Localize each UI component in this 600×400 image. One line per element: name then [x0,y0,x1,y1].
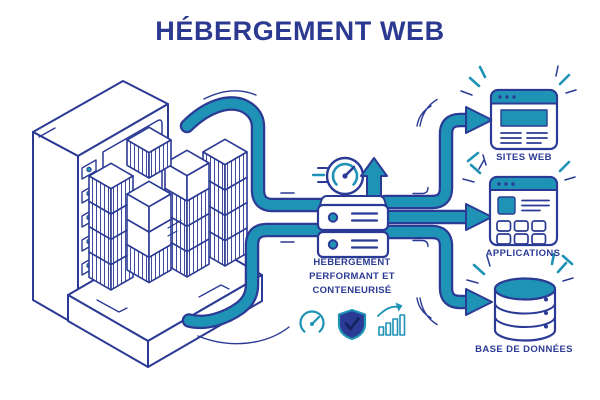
label-applications: APPLICATIONS [485,248,561,259]
pipe-top [179,96,340,213]
badge-growth-chart-icon [377,302,406,336]
badge-speedometer-icon [299,310,325,333]
app-window-icon [488,175,559,247]
badge-shield-check-icon [337,308,367,341]
sparkle-marks [460,65,577,284]
database-icon [493,277,557,342]
label-base-de-donnees: BASE DE DONNÉES [475,344,573,355]
page-title: HÉBERGEMENT WEB [155,16,445,46]
arrow-to-applications [377,203,493,231]
up-arrow-icon [360,157,388,197]
browser-window-icon [489,88,559,151]
center-caption: HÉBERGEMENT PERFORMANT ET CONTENEURISÉ [287,256,417,298]
caption-line-2: PERFORMANT ET [309,271,395,282]
arrow-to-base-de-donnees [377,224,493,316]
arrow-to-sites-web [377,106,493,210]
caption-line-3: CONTENEURISÉ [312,285,392,296]
speedometer-icon [311,156,365,196]
pipe-bottom [181,222,340,330]
arrow-whoosh-marks [412,98,438,326]
caption-line-1: HÉBERGEMENT [313,257,391,268]
container-cubes [88,126,248,291]
center-server-icon [316,195,390,259]
label-sites-web: SITES WEB [496,152,552,163]
pipe-decorative-marks [197,90,295,345]
